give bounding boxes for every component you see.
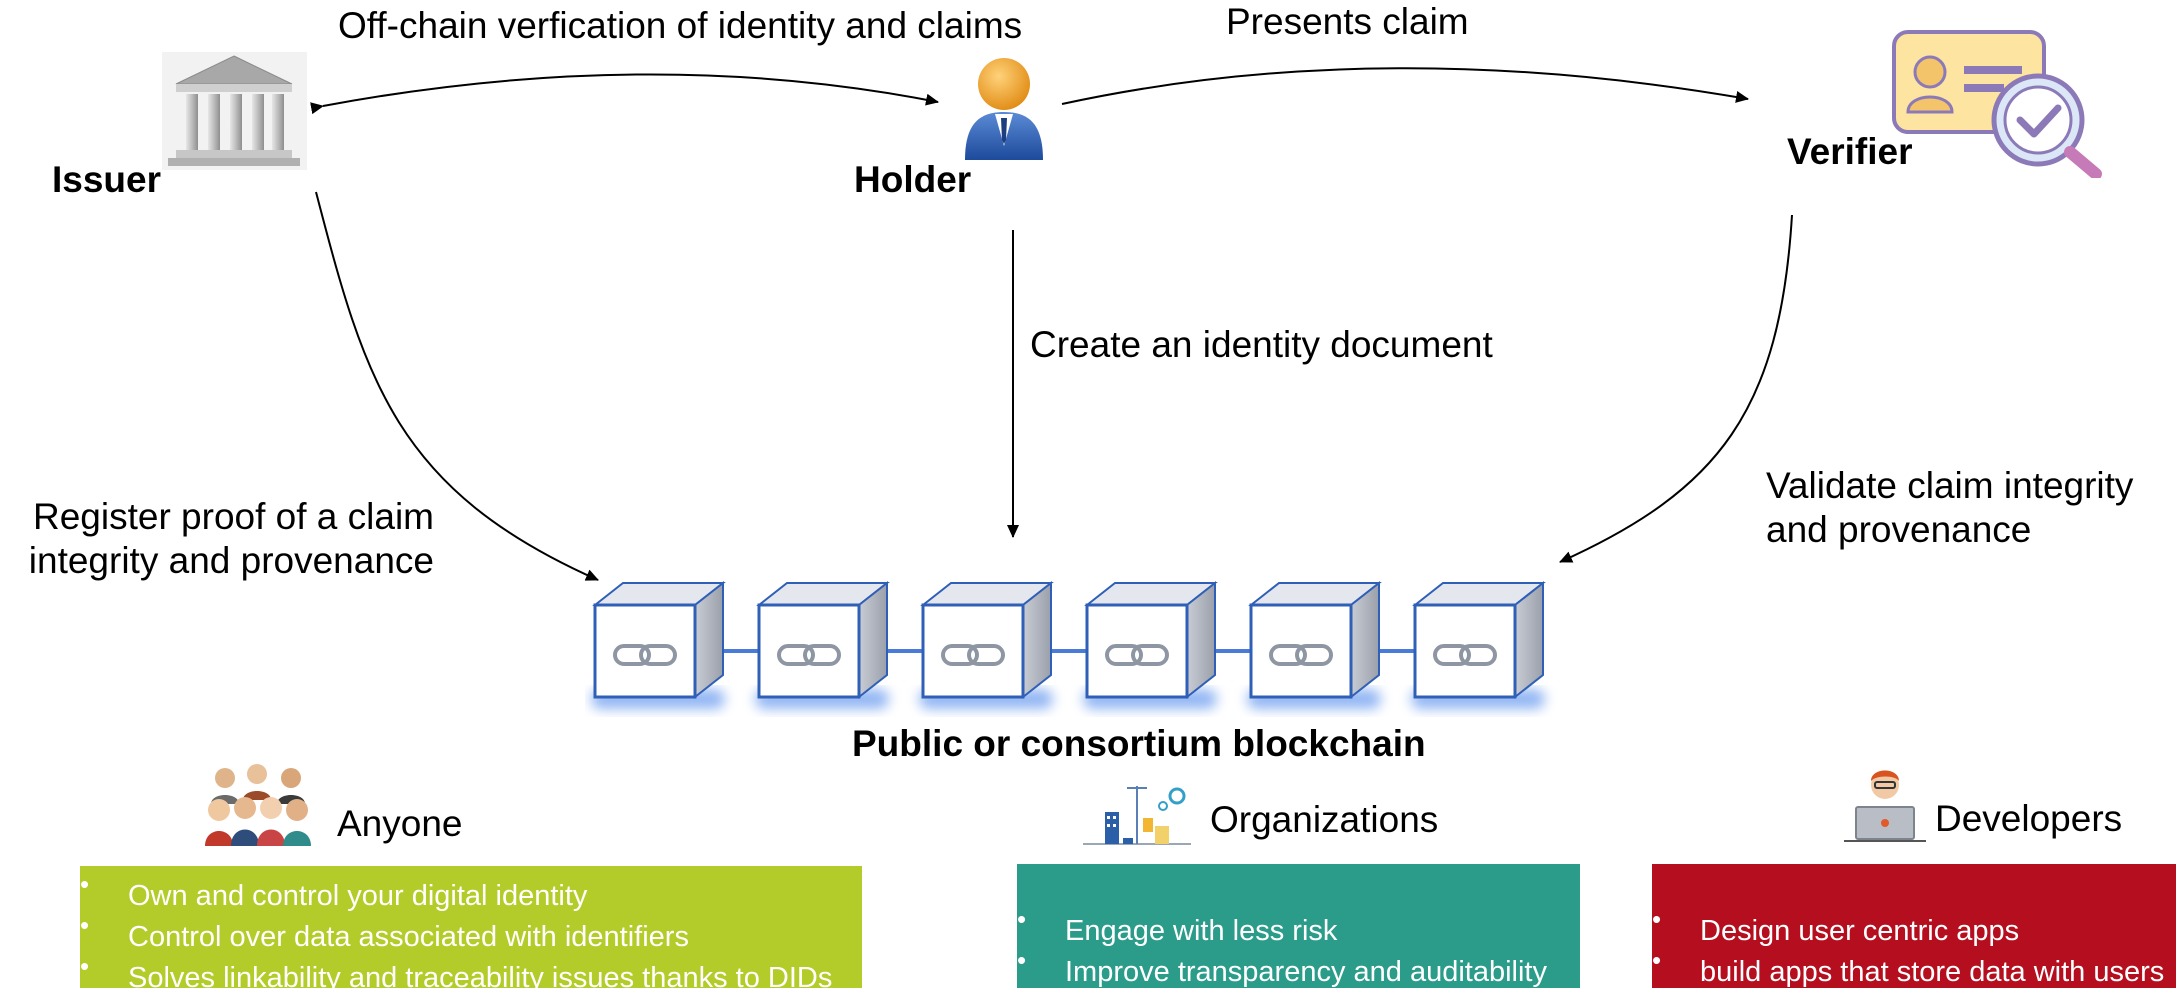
presents-claim-label: Presents claim: [1226, 1, 1469, 42]
bank-building-icon: [162, 52, 307, 170]
organizations-item: • Improve transparency and auditability: [1017, 945, 1580, 988]
bullet-icon: •: [80, 910, 90, 940]
group-people-icon: [205, 764, 311, 846]
id-card-magnifier-icon: [1892, 30, 2102, 178]
person-icon: [965, 58, 1043, 160]
developer-laptop-icon: [1844, 770, 1926, 842]
anyone-item-text: Solves linkability and traceability issu…: [128, 962, 833, 988]
verifier-label: Verifier: [1787, 131, 1913, 172]
offchain-verification-label: Off-chain verfication of identity and cl…: [338, 5, 1023, 46]
chain-link-icon: [613, 644, 677, 666]
chain-block: [755, 580, 890, 709]
organizations-title: Organizations: [1210, 799, 1439, 840]
organizations-item: • Engage with less risk: [1017, 904, 1580, 952]
edge-presents-claim: [1061, 67, 1749, 105]
organizations-item-text: Engage with less risk: [1065, 915, 1338, 947]
anyone-panel: • Own and control your digital identity • C…: [80, 866, 862, 988]
chain-link-icon: [1105, 644, 1169, 666]
bullet-icon: •: [1017, 904, 1027, 934]
validate-claim-label: Validate claim integrity and provenance: [1766, 465, 2134, 551]
bullet-icon: •: [1652, 904, 1662, 934]
developers-panel: • Design user centric apps • build apps tha…: [1652, 864, 2176, 988]
bullet-icon: •: [80, 869, 90, 899]
organizations-item-text: Improve transparency and auditability: [1065, 956, 1547, 988]
anyone-item-text: Own and control your digital identity: [128, 880, 588, 912]
chain-link-icon: [777, 644, 841, 666]
anyone-list: • Own and control your digital identity • C…: [80, 869, 862, 988]
anyone-item-text: Control over data associated with identi…: [128, 921, 689, 953]
chain-block: [591, 580, 726, 709]
bullet-icon: •: [1017, 945, 1027, 975]
developers-item: • build apps that store data with users: [1652, 945, 2176, 988]
register-proof-label: Register proof of a claim integrity and …: [28, 496, 434, 582]
anyone-item: • Control over data associated with ident…: [80, 910, 862, 958]
edge-validate-claim: [1559, 214, 1793, 563]
chain-link-icon: [1433, 644, 1497, 666]
organization-infographic-icon: [1083, 786, 1191, 845]
bullet-icon: •: [80, 951, 90, 981]
edge-offchain-verification: [310, 73, 939, 115]
developers-list: • Design user centric apps • build apps tha…: [1652, 904, 2176, 988]
organizations-list: • Engage with less risk • Improve transpare…: [1017, 904, 1580, 988]
holder-label: Holder: [854, 159, 972, 200]
chain-block: [919, 580, 1054, 709]
developers-item-text: build apps that store data with users: [1700, 956, 2165, 988]
chain-block: [1083, 580, 1218, 709]
blockchain-label: Public or consortium blockchain: [852, 723, 1426, 764]
bullet-icon: •: [1652, 945, 1662, 975]
create-identity-label: Create an identity document: [1030, 324, 1493, 365]
blockchain-graphic: [591, 580, 1546, 709]
developers-title: Developers: [1935, 798, 2123, 839]
anyone-title: Anyone: [337, 803, 463, 844]
chain-block: [1411, 580, 1546, 709]
organizations-panel: • Engage with less risk • Improve transpare…: [1017, 864, 1580, 988]
anyone-item: • Solves linkability and traceability iss…: [80, 951, 862, 988]
developers-item: • Design user centric apps: [1652, 904, 2176, 952]
anyone-item: • Own and control your digital identity: [80, 869, 862, 917]
chain-link-icon: [941, 644, 1005, 666]
chain-link-icon: [1269, 644, 1333, 666]
chain-block: [1247, 580, 1382, 709]
issuer-label: Issuer: [52, 159, 162, 200]
edge-register-proof: [315, 191, 599, 581]
developers-item-text: Design user centric apps: [1700, 915, 2020, 947]
